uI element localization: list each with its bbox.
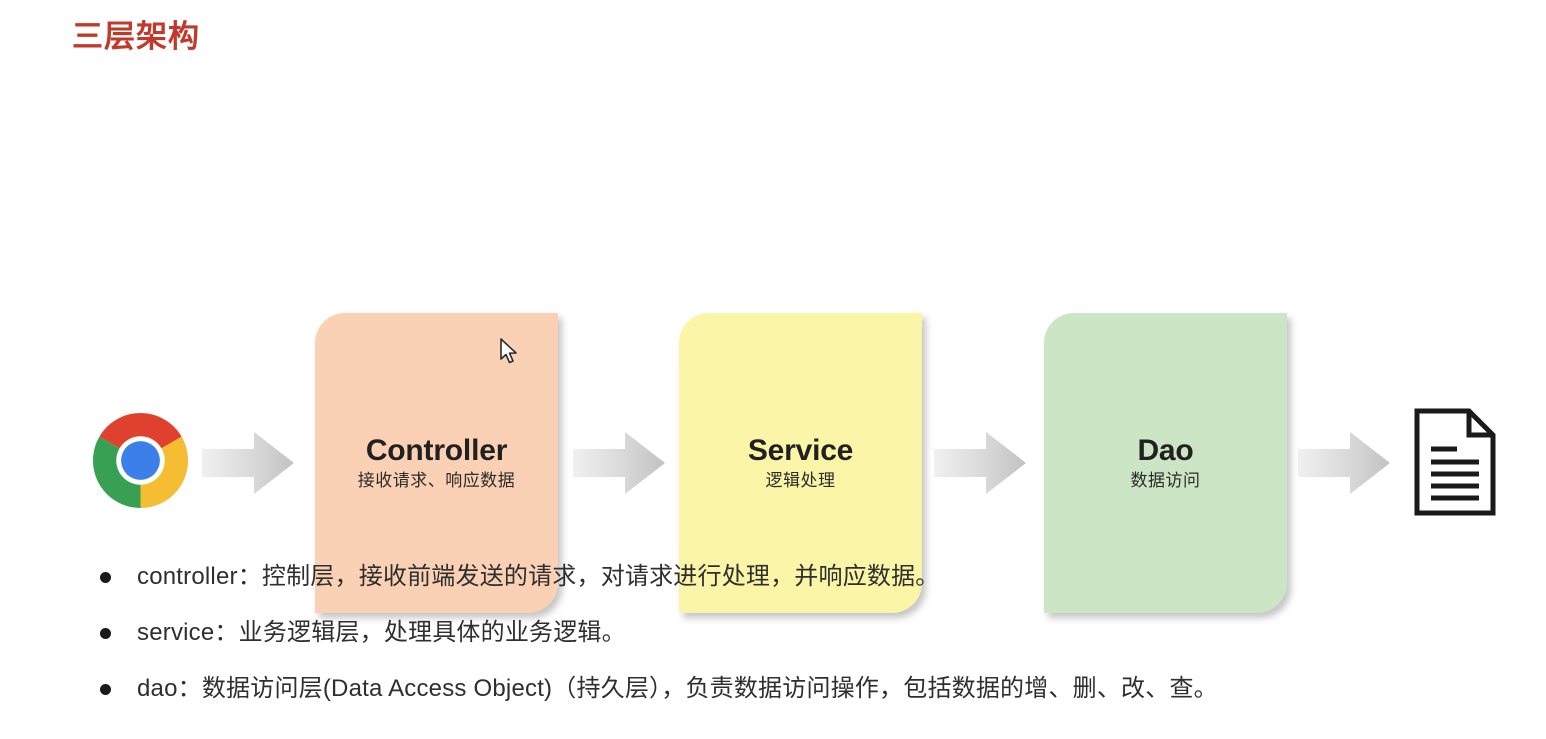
list-item: dao：数据访问层(Data Access Object)（持久层），负责数据访… (100, 674, 1520, 704)
layer-card-title: Dao (1137, 433, 1194, 467)
layer-card-controller[interactable]: Controller 接收请求、响应数据 (315, 313, 558, 613)
bullet-dot-icon (100, 572, 111, 583)
list-item-text: service：业务逻辑层，处理具体的业务逻辑。 (137, 619, 626, 646)
right-arrow-icon (1298, 432, 1390, 494)
right-arrow-icon (573, 432, 665, 494)
list-item-text: dao：数据访问层(Data Access Object)（持久层），负责数据访… (137, 675, 1218, 702)
list-item: controller：控制层，接收前端发送的请求，对请求进行处理，并响应数据。 (100, 562, 1520, 592)
layer-card-subtitle: 接收请求、响应数据 (357, 471, 516, 491)
bullet-dot-icon (100, 684, 111, 695)
right-arrow-icon (934, 432, 1026, 494)
architecture-diagram: Controller 接收请求、响应数据 Service 逻辑处理 Dao 数据… (0, 150, 1546, 613)
right-arrow-icon (202, 432, 294, 494)
document-icon (1414, 408, 1496, 516)
layer-card-title: Controller (365, 433, 508, 467)
page-title: 三层架构 (72, 19, 200, 54)
list-item-text: controller：控制层，接收前端发送的请求，对请求进行处理，并响应数据。 (137, 563, 940, 590)
layer-card-subtitle: 数据访问 (1130, 471, 1201, 491)
list-item: service：业务逻辑层，处理具体的业务逻辑。 (100, 618, 1520, 648)
layer-card-service[interactable]: Service 逻辑处理 (679, 313, 922, 613)
layer-card-dao[interactable]: Dao 数据访问 (1044, 313, 1287, 613)
bullet-dot-icon (100, 628, 111, 639)
chrome-browser-icon (92, 412, 189, 509)
layer-description-list: controller：控制层，接收前端发送的请求，对请求进行处理，并响应数据。 … (100, 562, 1520, 730)
layer-card-subtitle: 逻辑处理 (765, 471, 836, 491)
layer-card-title: Service (747, 433, 854, 467)
